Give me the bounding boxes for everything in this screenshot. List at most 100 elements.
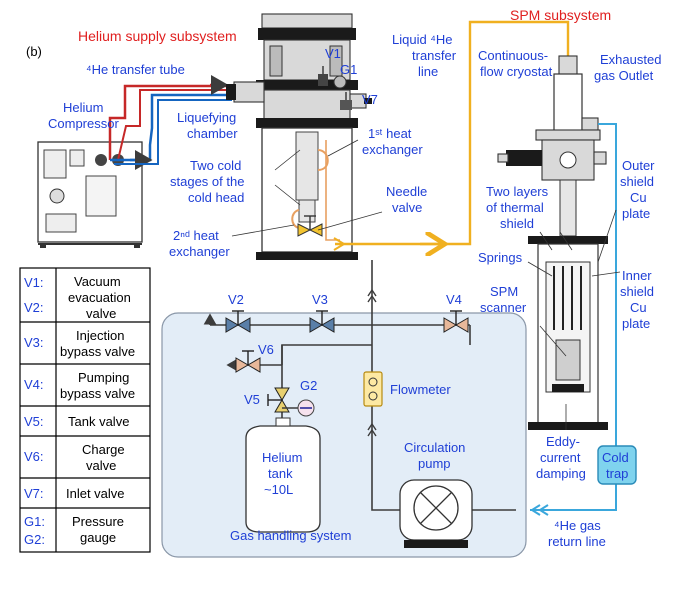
- legend-desc-g-2: gauge: [80, 530, 116, 545]
- v2-label: V2: [228, 292, 244, 307]
- cold-trap-label-1: Cold: [602, 450, 629, 465]
- tank-label-3: ~10L: [264, 482, 293, 497]
- exhaust-label-1: Exhausted: [600, 52, 661, 67]
- legend-desc-v1-3: valve: [86, 306, 116, 321]
- legend-desc-v3-1: Injection: [76, 328, 124, 343]
- spm-cryostat: [497, 55, 608, 430]
- needle-valve-label-1: Needle: [386, 184, 427, 199]
- liquefying-chamber-label-2: chamber: [187, 126, 238, 141]
- thermal-shield-label-1: Two layers: [486, 184, 549, 199]
- first-heat-exchanger-label-1: 1ˢᵗ heat: [368, 126, 412, 141]
- spm-scanner-label-1: SPM: [490, 284, 518, 299]
- cold-trap-label-2: trap: [606, 466, 628, 481]
- two-cold-stages-label-1: Two cold: [190, 158, 241, 173]
- liquid-he-label-3: line: [418, 64, 438, 79]
- legend-key-v2: V2:: [24, 300, 44, 315]
- v7-label: V7: [362, 92, 378, 107]
- cold-trap: [597, 445, 637, 485]
- exhaust-return-line: [598, 123, 617, 448]
- gas-handling-label: Gas handling system: [230, 528, 351, 543]
- v5-label: V5: [244, 392, 260, 407]
- liquid-he-label-1: Liquid ⁴He: [392, 32, 453, 47]
- v3-label: V3: [312, 292, 328, 307]
- legend-desc-v1-1: Vacuum: [74, 274, 121, 289]
- legend-desc-v6-2: valve: [86, 458, 116, 473]
- return-line-label-2: return line: [548, 534, 606, 549]
- outer-shield-label-4: plate: [622, 206, 650, 221]
- legend-key-v4: V4:: [24, 377, 44, 392]
- pump-label-2: pump: [418, 456, 451, 471]
- valve-v3[interactable]: [309, 310, 335, 333]
- spm-title: SPM subsystem: [510, 7, 611, 23]
- needle-valve[interactable]: [297, 215, 323, 237]
- he-transfer-tube-label: ⁴He transfer tube: [86, 62, 185, 77]
- inner-shield-label-1: Inner: [622, 268, 652, 283]
- pressure-gauge-g1: [333, 75, 347, 89]
- panel-label: (b): [26, 44, 42, 59]
- valve-v7[interactable]: [340, 92, 352, 110]
- hot-transfer-line-2: [117, 89, 228, 161]
- valve-v6[interactable]: [235, 350, 261, 373]
- spm-scanner-label-2: scanner: [480, 300, 527, 315]
- legend-key-v3: V3:: [24, 335, 44, 350]
- tank-label-2: tank: [268, 466, 293, 481]
- valve-v2[interactable]: [225, 310, 251, 333]
- legend-key-g1: G1:: [24, 514, 45, 529]
- legend-desc-v3-2: bypass valve: [60, 344, 135, 359]
- v1-label: V1: [325, 46, 341, 61]
- leader-lines: [231, 139, 621, 430]
- exhaust-label-2: gas Outlet: [594, 68, 654, 83]
- helium-compressor-label-2: Compressor: [48, 116, 119, 131]
- first-heat-exchanger-label-2: exchanger: [362, 142, 423, 157]
- legend-desc-v1-2: evacuation: [68, 290, 131, 305]
- eddy-label-3: damping: [536, 466, 586, 481]
- pressure-gauge-g2: [282, 399, 315, 417]
- valve-v1[interactable]: [318, 66, 328, 86]
- liquefying-chamber-label-1: Liquefying: [177, 110, 236, 125]
- helium-supply-title: Helium supply subsystem: [78, 28, 237, 44]
- legend-table: V1: V2: Vacuum evacuation valve V3: Inje…: [19, 267, 151, 553]
- he-gas-return-line: [530, 482, 617, 511]
- legend-desc-v7: Inlet valve: [66, 486, 125, 501]
- valve-v5[interactable]: [267, 387, 290, 413]
- needle-valve-label-2: valve: [392, 200, 422, 215]
- liquid-he-label-2: transfer: [412, 48, 457, 63]
- eddy-label-1: Eddy-: [546, 434, 580, 449]
- tank-label-1: Helium: [262, 450, 302, 465]
- legend-desc-v5: Tank valve: [68, 414, 129, 429]
- v4-label: V4: [446, 292, 462, 307]
- g2-label: G2: [300, 378, 317, 393]
- helium-compressor: [37, 141, 143, 248]
- two-cold-stages-label-2: stages of the: [170, 174, 244, 189]
- legend-key-g2: G2:: [24, 532, 45, 547]
- second-heat-exchanger-label-1: 2ⁿᵈ heat: [173, 228, 219, 243]
- outer-shield-label-1: Outer: [622, 158, 655, 173]
- liquefier-column: [226, 13, 372, 260]
- outer-shield-label-3: Cu: [630, 190, 647, 205]
- hot-transfer-line: [108, 84, 232, 160]
- inner-shield-label-3: Cu: [630, 300, 647, 315]
- helium-compressor-label-1: Helium: [63, 100, 103, 115]
- legend-desc-v6-1: Charge: [82, 442, 125, 457]
- g1-label: G1: [340, 62, 357, 77]
- flowmeter: [363, 371, 383, 407]
- cryostat-label-1: Continuous-: [478, 48, 548, 63]
- thermal-shield-label-2: of thermal: [486, 200, 544, 215]
- legend-desc-v4-2: bypass valve: [60, 386, 135, 401]
- legend-key-v5: V5:: [24, 414, 44, 429]
- valve-v4[interactable]: [443, 310, 469, 333]
- eddy-label-2: current: [540, 450, 581, 465]
- return-line-label-1: ⁴He gas: [554, 518, 601, 533]
- v6-label: V6: [258, 342, 274, 357]
- second-heat-exchanger-label-2: exchanger: [169, 244, 230, 259]
- thermal-shield-label-3: shield: [500, 216, 534, 231]
- two-cold-stages-label-3: cold head: [188, 190, 244, 205]
- flowmeter-label: Flowmeter: [390, 382, 451, 397]
- inner-shield-label-2: shield: [620, 284, 654, 299]
- legend-desc-v4-1: Pumping: [78, 370, 129, 385]
- circulation-pump: [399, 479, 473, 548]
- cryostat-label-2: flow cryostat: [480, 64, 553, 79]
- inner-shield-label-4: plate: [622, 316, 650, 331]
- legend-desc-g-1: Pressure: [72, 514, 124, 529]
